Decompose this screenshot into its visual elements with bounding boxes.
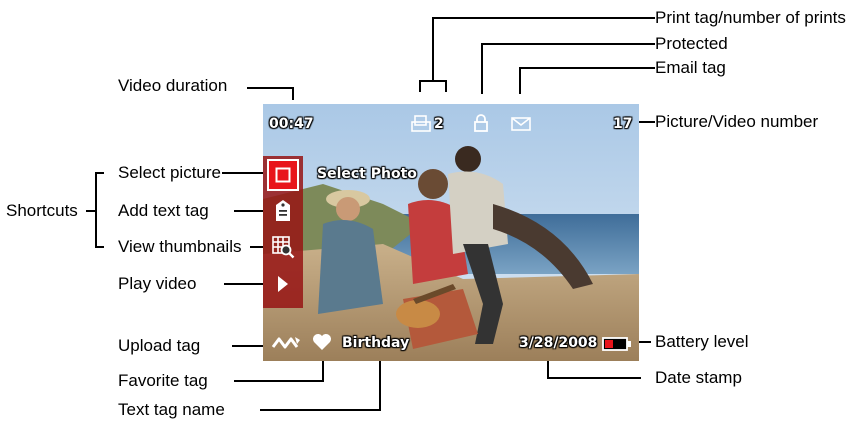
favorite-tag-label: Favorite tag xyxy=(118,371,208,391)
date-stamp-label: Date stamp xyxy=(655,368,742,388)
print-icon xyxy=(410,114,432,134)
view-thumbnails-button[interactable] xyxy=(268,232,298,262)
protected-label: Protected xyxy=(655,34,728,54)
select-picture-button[interactable] xyxy=(267,159,299,191)
envelope-icon xyxy=(511,117,531,131)
picture-number: 17 xyxy=(613,116,632,132)
lock-icon xyxy=(473,113,489,133)
thumbnail-magnify-icon xyxy=(271,235,295,259)
beach-photo xyxy=(263,104,639,361)
text-tag-name-label: Text tag name xyxy=(118,400,225,420)
video-duration-label: Video duration xyxy=(118,76,227,96)
video-duration: 00:47 xyxy=(269,116,314,132)
picture-number-label: Picture/Video number xyxy=(655,112,818,132)
upload-icon xyxy=(271,336,301,350)
select-picture-label: Select picture xyxy=(118,163,221,183)
play-video-button[interactable] xyxy=(268,269,298,299)
heart-icon xyxy=(312,333,332,351)
play-video-label: Play video xyxy=(118,274,196,294)
checkbox-icon xyxy=(275,167,291,183)
camera-lcd-screen: 00:47 2 17 Select Photo xyxy=(263,104,639,361)
text-tag-name: Birthday xyxy=(342,335,409,351)
add-text-tag-label: Add text tag xyxy=(118,201,209,221)
shortcuts-label: Shortcuts xyxy=(6,201,78,221)
view-thumbnails-label: View thumbnails xyxy=(118,237,241,257)
date-stamp: 3/28/2008 xyxy=(519,335,597,351)
battery-level-label: Battery level xyxy=(655,332,749,352)
tag-icon xyxy=(273,199,293,223)
upload-tag-label: Upload tag xyxy=(118,336,200,356)
print-count: 2 xyxy=(434,116,444,132)
play-icon xyxy=(276,274,290,294)
select-photo-text: Select Photo xyxy=(317,166,417,182)
email-tag-label: Email tag xyxy=(655,58,726,78)
add-text-tag-button[interactable] xyxy=(268,196,298,226)
print-tag-label: Print tag/number of prints xyxy=(655,8,846,28)
battery-icon xyxy=(602,337,632,351)
